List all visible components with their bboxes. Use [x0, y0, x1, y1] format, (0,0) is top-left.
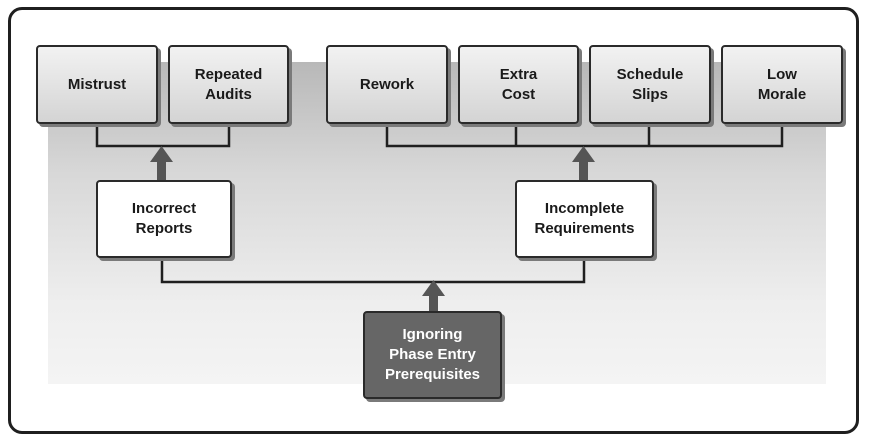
arrow-head-right: [572, 146, 595, 162]
arrow-shaft-left: [157, 160, 166, 180]
effect-extra-cost: Extra Cost: [458, 45, 579, 124]
arrow-head-left: [150, 146, 173, 162]
arrow-head-root: [422, 280, 445, 296]
effect-repeated-audits: Repeated Audits: [168, 45, 289, 124]
effect-schedule-slips: Schedule Slips: [589, 45, 711, 124]
arrow-shaft-root: [429, 294, 438, 311]
effect-mistrust: Mistrust: [36, 45, 158, 124]
connector-right-group: [385, 122, 784, 148]
root-cause-ignoring-phase-entry-prerequisites: Ignoring Phase Entry Prerequisites: [363, 311, 502, 399]
cause-incomplete-requirements: Incomplete Requirements: [515, 180, 654, 258]
cause-incorrect-reports: Incorrect Reports: [96, 180, 232, 258]
effect-low-morale: Low Morale: [721, 45, 843, 124]
connector-causes: [160, 256, 586, 284]
effect-rework: Rework: [326, 45, 448, 124]
arrow-shaft-right: [579, 160, 588, 180]
connector-left-group: [95, 122, 231, 148]
